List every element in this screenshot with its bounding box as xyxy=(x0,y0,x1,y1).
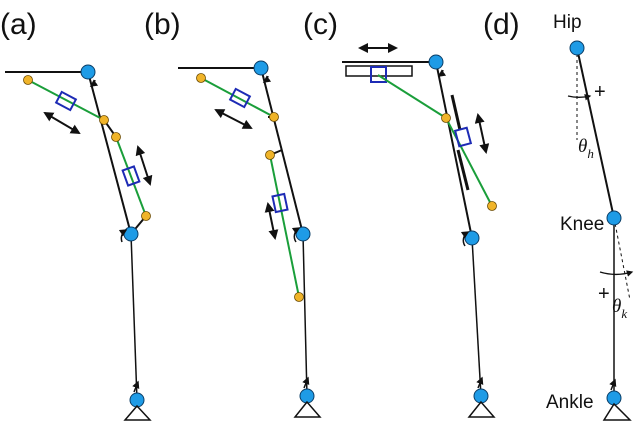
ankle-joint xyxy=(606,390,622,406)
thigh-segment xyxy=(87,71,132,235)
knee-reference-line xyxy=(613,217,631,301)
hip-angle-arc xyxy=(567,94,592,101)
rail-segment xyxy=(456,149,470,191)
knee-actuator-link xyxy=(115,136,147,217)
panel-label-b: (b) xyxy=(144,8,181,41)
motion-arrow xyxy=(135,145,153,186)
knee-joint xyxy=(606,210,622,226)
shank-segment xyxy=(302,233,308,397)
hip-joint xyxy=(80,64,96,80)
foot-triangle xyxy=(293,400,322,418)
panel-a xyxy=(5,64,153,421)
pivot-point xyxy=(294,292,304,302)
shank-segment xyxy=(130,233,138,401)
pivot-point xyxy=(141,211,151,221)
knee-actuator-link xyxy=(269,154,300,298)
hip-joint xyxy=(428,54,444,70)
ankle-label: Ankle xyxy=(546,392,594,413)
hip-actuator-link xyxy=(377,74,447,119)
foot-triangle xyxy=(467,400,496,418)
hip-actuator-box xyxy=(228,87,252,109)
panel-b xyxy=(178,60,322,418)
ankle-arrow xyxy=(609,378,617,391)
ankle-arrow xyxy=(132,380,140,393)
pivot-point xyxy=(23,75,33,85)
pivot-point xyxy=(99,115,109,125)
knee-actuator-box xyxy=(453,126,473,148)
panel-c xyxy=(342,43,497,418)
motion-arrow xyxy=(264,202,279,240)
panel-label-a: (a) xyxy=(0,8,37,41)
hip-angle-sign: + xyxy=(594,81,606,103)
motion-arrow xyxy=(474,113,490,154)
motion-arrow xyxy=(43,111,81,135)
knee-joint xyxy=(123,226,139,242)
knee-actuator-link xyxy=(445,117,493,207)
shank-segment xyxy=(471,237,482,397)
pivot-point xyxy=(111,132,121,142)
knee-angle-arc xyxy=(599,270,634,277)
knee-rotation-arrow xyxy=(460,231,470,247)
pivot-point xyxy=(269,112,279,122)
thigh-segment xyxy=(435,61,473,239)
hip-angle-symbol: θh xyxy=(578,136,594,161)
foot-triangle xyxy=(123,404,152,421)
hip-label: Hip xyxy=(553,12,582,33)
pivot-point xyxy=(265,150,275,160)
foot-triangle xyxy=(602,402,632,421)
hip-rotation-arrow xyxy=(437,69,447,77)
pivot-point xyxy=(441,113,451,123)
hip-rotation-arrow xyxy=(262,75,272,83)
rail-segment xyxy=(450,94,462,131)
motion-arrow xyxy=(214,109,253,129)
hip-actuator-link xyxy=(200,77,275,118)
knee-angle-sign: + xyxy=(598,283,610,305)
hip-joint xyxy=(569,40,585,56)
hip-joint xyxy=(253,60,269,76)
knee-rotation-arrow xyxy=(118,229,128,243)
ankle-arrow xyxy=(302,376,310,389)
hip-rotation-arrow xyxy=(89,79,99,87)
panel-label-d: (d) xyxy=(483,8,520,41)
pivot-point xyxy=(196,73,206,83)
knee-angle-symbol: θk xyxy=(612,296,627,321)
ankle-arrow xyxy=(476,376,484,389)
hip-actuator-link xyxy=(27,79,105,121)
panel-d: Hip Knee Ankle + θh + θk xyxy=(546,12,634,421)
knee-label: Knee xyxy=(560,214,604,235)
hip-actuator-box xyxy=(370,66,387,83)
thigh-segment xyxy=(576,47,615,219)
knee-rotation-arrow xyxy=(291,227,301,243)
hip-actuator-box xyxy=(54,90,78,112)
pivot-point xyxy=(487,201,497,211)
panel-label-c: (c) xyxy=(303,8,338,41)
